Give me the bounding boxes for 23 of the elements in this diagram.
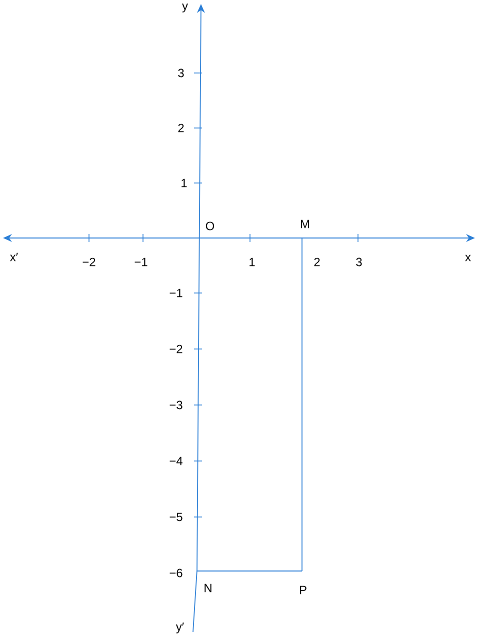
rectangle-side (196, 570, 302, 572)
tick-label: −1 (170, 288, 182, 298)
point-label: P (300, 586, 306, 594)
axis-label: x′ (10, 252, 18, 262)
tick-label: −6 (170, 568, 182, 578)
point-label: M (301, 220, 309, 228)
axis-label: x (465, 254, 471, 262)
tick-label: 2 (314, 258, 320, 266)
axis-label: y (182, 4, 188, 12)
tick-label: −2 (170, 344, 182, 354)
point-label: N (204, 584, 212, 592)
tick-label: −4 (170, 456, 182, 466)
tick-label: 1 (182, 178, 187, 188)
tick-label: 2 (178, 124, 184, 132)
tick-label: −2 (82, 258, 96, 266)
point-label: O (206, 222, 214, 230)
tick-label: 3 (178, 68, 184, 78)
tick-label: 1 (250, 258, 255, 266)
tick-label: −5 (170, 512, 182, 522)
axis-label: y′ (176, 622, 184, 634)
tick-label: 3 (356, 258, 362, 266)
tick-label: −3 (170, 400, 182, 410)
tick-label: −1 (134, 258, 148, 266)
